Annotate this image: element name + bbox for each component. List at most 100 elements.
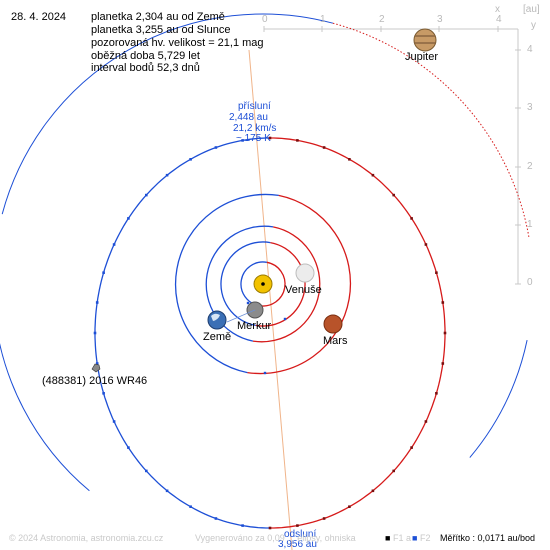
asteroid-position-marker — [322, 517, 326, 520]
sun-focus-marker — [261, 282, 265, 286]
earth-label: Země — [203, 331, 232, 343]
earth-orbit-red — [252, 226, 321, 343]
aphelion-distance: 3,956 au — [278, 539, 317, 550]
asteroid-position-marker — [268, 136, 272, 140]
asteroid-position-marker — [296, 139, 299, 142]
earth-planet — [207, 310, 227, 330]
perihelion-speed: 21,2 km/s — [233, 123, 277, 134]
jupiter-orbit-blue — [0, 342, 90, 492]
y-tick-label: 0 — [527, 277, 533, 288]
earth-orbit-blue — [205, 225, 274, 342]
apsis-line — [248, 49, 293, 550]
venus-orbit-blue — [220, 241, 271, 327]
magnitude-label: pozorovaná hv. velikost = 21,1 mag — [91, 37, 264, 49]
jupiter-orbit-blue — [1, 13, 334, 215]
asteroid-position-marker — [165, 489, 169, 493]
sun-distance-label: planetka 3,255 au od Slunce — [91, 24, 231, 36]
asteroid-position-marker — [348, 158, 351, 161]
generated-label: Vygenerováno za 0,09 ... elipsy, ohniska — [195, 533, 356, 543]
mars-orbit-blue — [174, 193, 279, 374]
asteroid-position-marker — [241, 524, 244, 527]
jupiter-orbit-blue — [469, 339, 528, 458]
venus-label: Venuše — [285, 284, 322, 296]
asteroid-position-marker — [241, 139, 244, 142]
date-label: 28. 4. 2024 — [11, 11, 67, 23]
mars-label: Mars — [323, 335, 348, 347]
asteroid-position-marker — [145, 193, 148, 197]
asteroid-orbit-red — [270, 137, 446, 529]
axis-unit-label: [au] — [523, 4, 540, 15]
asteroid-position-marker — [127, 217, 130, 220]
asteroid-position-marker — [435, 392, 438, 395]
focus-f1-text: F1 a — [392, 533, 411, 543]
y-tick-label: 1 — [527, 219, 533, 230]
asteroid-position-marker — [145, 469, 148, 473]
mercury-orbit-blue — [240, 261, 267, 307]
asteroid-position-marker — [410, 446, 413, 449]
asteroid-position-marker — [435, 271, 438, 274]
orbit-marker — [246, 301, 250, 305]
point-interval-label: interval bodů 52,3 dnů — [91, 62, 200, 74]
asteroid-position-marker — [441, 362, 445, 365]
x-tick-label: 3 — [437, 14, 443, 25]
mars-orbit-red — [247, 194, 352, 375]
earth-distance-label: planetka 2,304 au od Země — [91, 11, 225, 23]
asteroid-label: (488381) 2016 WR46 — [42, 375, 148, 387]
asteroid-position-marker — [102, 392, 105, 395]
asteroid-position-marker — [102, 271, 105, 274]
x-tick-label: 4 — [496, 14, 502, 25]
perihelion-temperature: ~ 175 K — [236, 133, 271, 144]
asteroid-position-marker — [165, 173, 169, 177]
orbit-marker — [263, 371, 267, 375]
y-tick-label: 3 — [527, 102, 533, 113]
x-tick-label: 2 — [379, 14, 385, 25]
credit-label: © 2024 Astronomia, astronomia.zcu.cz — [9, 533, 164, 543]
asteroid-position-marker — [127, 446, 130, 449]
jupiter-planet — [413, 28, 437, 52]
asteroid-position-marker — [443, 331, 447, 335]
focus-f2-text: F2 — [419, 533, 431, 543]
asteroid-position-marker — [95, 301, 99, 304]
focus-label-f2: ■ F2 — [412, 533, 431, 543]
venus-planet — [295, 263, 315, 283]
x-tick-label: 1 — [320, 14, 326, 25]
asteroid-position-marker — [424, 420, 428, 423]
x-axis-letter: x — [495, 4, 500, 15]
earth-clouds — [211, 313, 220, 321]
asteroid-position-marker — [214, 146, 218, 149]
orbital-period-label: oběžná doba 5,729 let — [91, 50, 200, 62]
asteroid-position-marker — [424, 243, 428, 246]
asteroid-position-marker — [214, 517, 218, 520]
asteroid-position-marker — [322, 146, 326, 149]
mercury-orbit-red — [259, 261, 286, 307]
asteroid-position-marker — [268, 526, 272, 530]
asteroid-position-marker — [112, 243, 116, 246]
y-tick-label: 2 — [527, 161, 533, 172]
y-axis-letter: y — [531, 20, 536, 31]
asteroid-position-marker — [189, 158, 192, 161]
asteroid-position-marker — [112, 420, 116, 423]
earth-mercury-link — [226, 309, 256, 323]
aphelion-title: odsluní — [284, 529, 317, 540]
orbit-marker — [283, 317, 287, 321]
y-tick-label: 4 — [527, 44, 533, 55]
scale-label: Měřítko : 0,0171 au/bod — [440, 533, 536, 543]
jupiter-label: Jupiter — [405, 51, 439, 63]
asteroid-position-marker — [392, 469, 395, 473]
x-tick-label: 0 — [262, 14, 268, 25]
asteroid-position-marker — [189, 505, 192, 508]
jupiter-orbit-red — [332, 22, 530, 238]
asteroid-position-marker — [296, 524, 299, 527]
perihelion-title: přísluní — [238, 101, 271, 112]
asteroid-position-marker — [348, 505, 351, 508]
mercury-label: Merkur — [237, 320, 272, 332]
asteroid-position-marker — [93, 331, 97, 335]
focus-label-f1: ■ F1 a — [385, 533, 411, 543]
asteroid-position-marker — [95, 362, 99, 365]
mars-planet — [323, 314, 343, 334]
asteroid-position-marker — [371, 489, 375, 493]
venus-orbit-red — [255, 241, 306, 327]
asteroid-position-marker — [392, 193, 395, 197]
